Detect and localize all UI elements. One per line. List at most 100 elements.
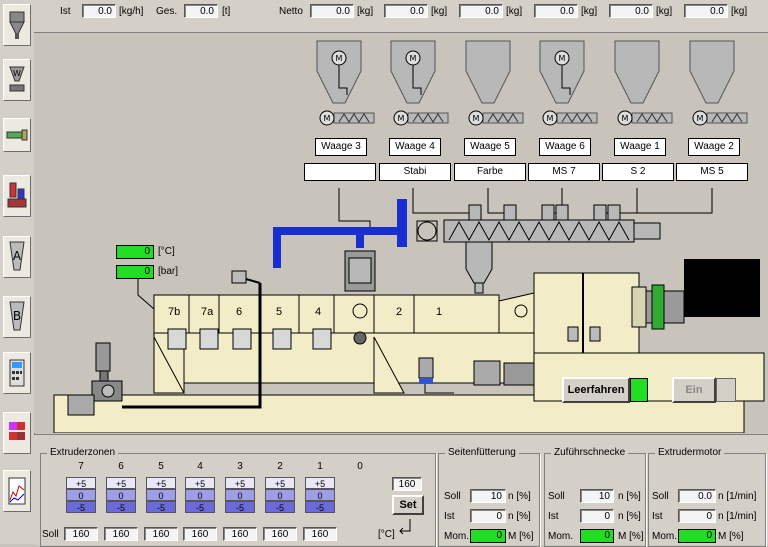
top-status-bar: Ist 0.0 [kg/h] Ges. 0.0 [t] Netto 0.0 [k… [34, 0, 768, 33]
zone-soll-value[interactable]: 160 [144, 527, 178, 541]
feeder-motor-letter-2: M [398, 114, 405, 123]
extruder-motor-mom-label: Mom. [652, 531, 677, 542]
ges-unit: [t] [222, 6, 231, 17]
netto-value-1: 0.0 [310, 4, 354, 18]
hopper-5 [614, 40, 660, 104]
ein-button[interactable]: Ein [672, 377, 716, 403]
zone-upper-limit: +5 [265, 477, 295, 489]
side-feeder-soll-value[interactable]: 10 [470, 489, 506, 503]
zone-zero-mark: 0 [265, 489, 295, 501]
hopper-icon[interactable] [3, 4, 31, 46]
zone-lower-limit: -5 [265, 501, 295, 513]
zone-lower-limit: -5 [225, 501, 255, 513]
leerfahren-button[interactable]: Leerfahren [562, 377, 630, 403]
feeder-motor-letter-6: M [697, 114, 704, 123]
zone-number-0: 0 [357, 461, 363, 472]
netto-value-6: 0.0 [684, 4, 728, 18]
heater-band-1 [167, 328, 187, 350]
set-button[interactable]: Set [392, 495, 424, 515]
material-field-waage-1[interactable]: S 2 [602, 163, 674, 181]
melt-temperature-value: 0 [116, 245, 154, 259]
heater-band-5 [312, 328, 332, 350]
netto-unit-3: [kg] [506, 6, 523, 17]
zone-soll-value[interactable]: 160 [183, 527, 217, 541]
material-field-waage-3[interactable] [304, 163, 376, 181]
calculator-icon[interactable] [3, 352, 31, 394]
netto-value-4: 0.0 [534, 4, 578, 18]
zone-soll-value[interactable]: 160 [303, 527, 337, 541]
zone-number-5: 5 [158, 461, 164, 472]
control-panel: Extruderzonen Soll 160 Set [°C] Seitenfü… [34, 434, 768, 547]
hopper-3 [465, 40, 511, 104]
zone-number-7: 7 [78, 461, 84, 472]
agitator-motor-letter-2: M [410, 54, 417, 63]
feed-screw-soll-label: Soll [548, 491, 565, 502]
barrel-zone-7b: 7b [168, 306, 181, 318]
netto-value-3: 0.0 [459, 4, 503, 18]
netto-label: Netto [279, 6, 303, 17]
zone-lower-limit: -5 [146, 501, 176, 513]
feeder-motor-letter-4: M [547, 114, 554, 123]
material-field-waage-6[interactable]: MS 7 [528, 163, 600, 181]
netto-unit-2: [kg] [431, 6, 448, 17]
recipe-a-icon[interactable]: A [3, 236, 31, 278]
zone-soll-value[interactable]: 160 [263, 527, 297, 541]
ist-label: Ist [60, 6, 71, 17]
zone-upper-limit: +5 [225, 477, 255, 489]
side-feeder-ist-unit: n [%] [508, 511, 531, 522]
extruder-icon[interactable] [3, 118, 31, 152]
feed-screw-soll-value[interactable]: 10 [580, 489, 614, 503]
material-field-waage-5[interactable]: Farbe [454, 163, 526, 181]
ist-unit: [kg/h] [119, 6, 144, 17]
trend-icon[interactable] [3, 470, 31, 512]
pid-icon[interactable] [3, 412, 31, 454]
zone-zero-mark: 0 [305, 489, 335, 501]
zone-lower-limit: -5 [305, 501, 335, 513]
zone-soll-value[interactable]: 160 [104, 527, 138, 541]
scale-label-waage-3: Waage 3 [315, 138, 367, 156]
svg-text:A: A [13, 249, 22, 263]
scale-label-waage-6: Waage 6 [539, 138, 591, 156]
plant-icon[interactable] [3, 175, 31, 217]
side-feeder-ist-value: 0 [470, 509, 506, 523]
zone-soll-value[interactable]: 160 [223, 527, 257, 541]
extruder-motor-soll-value[interactable]: 0.0 [678, 489, 716, 503]
melt-temperature-unit: [°C] [158, 246, 175, 257]
zone-soll-value[interactable]: 160 [64, 527, 98, 541]
agitator-motor-letter-1: M [336, 54, 343, 63]
side-feeder-soll-label: Soll [444, 491, 461, 502]
ges-label: Ges. [156, 6, 178, 17]
zone-upper-limit: +5 [66, 477, 96, 489]
ist-value: 0.0 [82, 4, 116, 18]
zone-number-2: 2 [277, 461, 283, 472]
svg-text:B: B [13, 309, 21, 323]
barrel-zone-6: 6 [236, 306, 243, 318]
barrel-zone-2: 2 [396, 306, 403, 318]
feeder-motor-icon-2 [393, 110, 409, 126]
feed-screw-mom-value: 0 [580, 529, 614, 543]
feeder-motor-icon-5 [617, 110, 633, 126]
agitator-motor-letter-4: M [559, 54, 566, 63]
material-field-waage-2[interactable]: MS 5 [676, 163, 748, 181]
extruder-motor-title: Extrudermotor [655, 447, 725, 458]
return-arrow-icon [399, 519, 411, 535]
feed-screw-title: Zuführschnecke [551, 447, 629, 458]
zone-set-value[interactable]: 160 [392, 477, 422, 491]
side-feeder-mom-unit: M [%] [508, 531, 534, 542]
scale-icon[interactable]: W [3, 59, 31, 101]
extruder-motor-soll-unit: n [1/min] [718, 491, 757, 502]
ein-status-indicator [716, 378, 736, 402]
scale-label-waage-2: Waage 2 [688, 138, 740, 156]
zone-lower-limit: -5 [66, 501, 96, 513]
barrel-zone-5: 5 [276, 306, 283, 318]
material-field-waage-4[interactable]: Stabi [379, 163, 451, 181]
extruder-motor-mom-unit: M [%] [718, 531, 744, 542]
netto-unit-6: [kg] [731, 6, 748, 17]
feeder-motor-icon-3 [468, 110, 484, 126]
feed-screw-soll-unit: n [%] [618, 491, 641, 502]
zone-number-3: 3 [237, 461, 243, 472]
melt-pressure-value: 0 [116, 265, 154, 279]
scale-label-waage-5: Waage 5 [464, 138, 516, 156]
recipe-b-icon[interactable]: B [3, 296, 31, 338]
ges-value: 0.0 [184, 4, 218, 18]
